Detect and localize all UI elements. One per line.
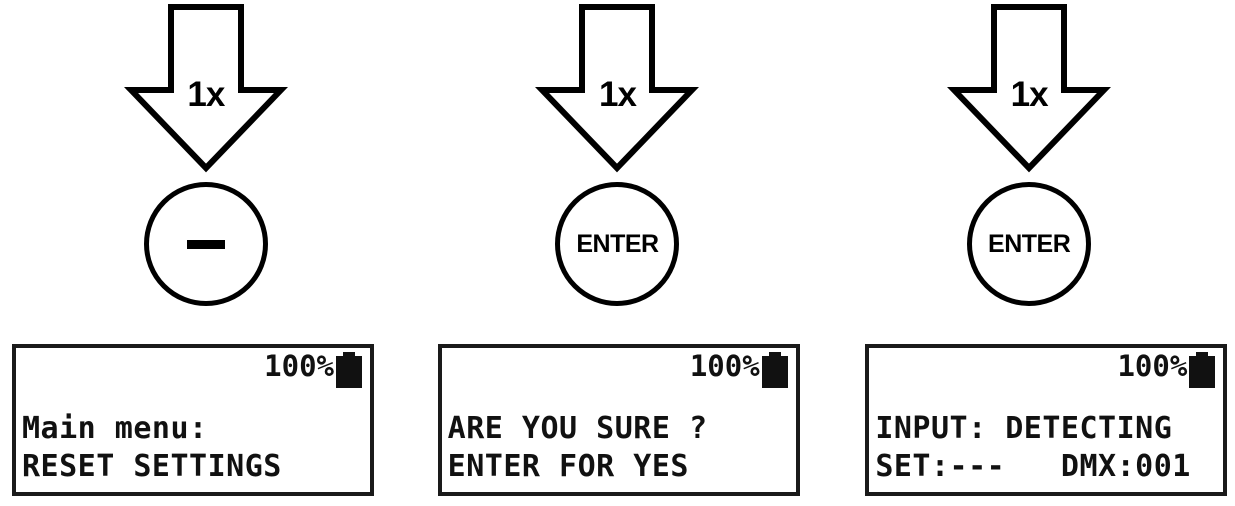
arrow-down-icon: 1x	[535, 2, 700, 174]
battery-full-icon	[761, 352, 788, 388]
lcd-line-1: ARE YOU SURE ?	[447, 411, 708, 446]
lcd-text-area: ARE YOU SURE ? ENTER FOR YES	[448, 410, 792, 486]
enter-button[interactable]: ENTER	[967, 182, 1092, 306]
lcd-text-area: Main menu: RESET SETTINGS	[22, 410, 366, 486]
battery-percent-label: 100%	[264, 349, 334, 383]
step-3: 1x ENTER 100% INPUT: DETECTING SET:--- D…	[823, 0, 1235, 506]
step-1: 1x 100% Main menu: RESET SETTINGS	[0, 0, 412, 506]
arrow-down-icon: 1x	[123, 2, 288, 174]
lcd-line-2: SET:--- DMX:001	[875, 449, 1191, 484]
battery-percent-label: 100%	[689, 349, 760, 383]
enter-button-label: ENTER	[576, 229, 659, 258]
battery-full-icon	[1189, 352, 1216, 388]
minus-button[interactable]	[143, 182, 268, 306]
lcd-status-bar: 100%	[1117, 349, 1216, 388]
lcd-status-bar: 100%	[264, 352, 362, 388]
enter-button-label: ENTER	[988, 229, 1071, 258]
lcd-line-2: ENTER FOR YES	[447, 449, 689, 484]
enter-button[interactable]: ENTER	[555, 182, 680, 306]
lcd-display-1: 100% Main menu: RESET SETTINGS	[12, 344, 374, 496]
lcd-line-1: Main menu:	[22, 411, 208, 446]
lcd-display-3: 100% INPUT: DETECTING SET:--- DMX:001	[865, 344, 1228, 496]
battery-full-icon	[336, 352, 362, 388]
lcd-text-area: INPUT: DETECTING SET:--- DMX:001	[875, 410, 1219, 486]
step-2: 1x ENTER 100% ARE YOU SURE ? ENTER FOR Y…	[412, 0, 824, 506]
arrow-down-icon: 1x	[947, 2, 1112, 174]
lcd-line-2: RESET SETTINGS	[22, 449, 282, 484]
minus-icon	[186, 239, 225, 249]
lcd-status-bar: 100%	[690, 352, 788, 388]
battery-percent-label: 100%	[1117, 349, 1188, 383]
lcd-line-1: INPUT: DETECTING	[875, 411, 1173, 446]
lcd-display-2: 100% ARE YOU SURE ? ENTER FOR YES	[437, 344, 800, 496]
